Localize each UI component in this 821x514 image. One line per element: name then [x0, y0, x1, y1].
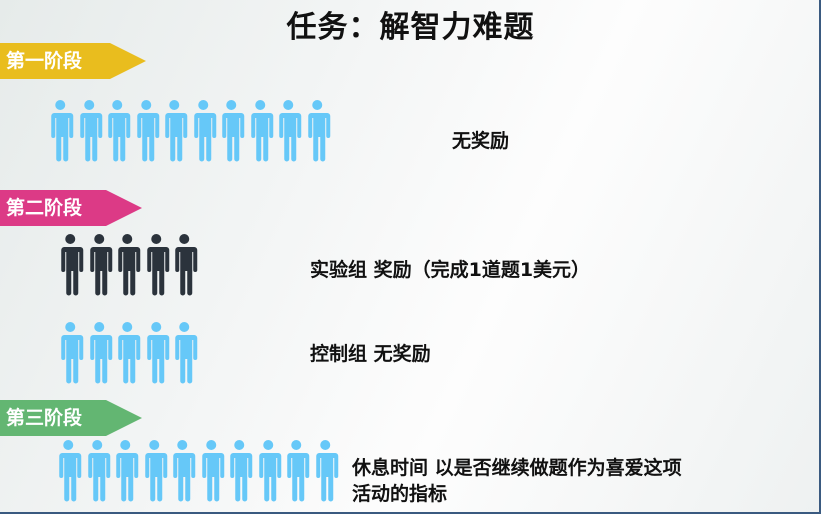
person-icon — [189, 100, 218, 162]
stage-2-label: 第二阶段 — [6, 197, 83, 219]
stage1-description: 无奖励 — [452, 130, 510, 152]
person-icon — [170, 322, 199, 384]
person-icon — [111, 440, 140, 502]
stage-1-banner: 第一阶段 — [0, 43, 146, 79]
person-icon — [225, 440, 254, 502]
stage3-people-group — [54, 440, 339, 502]
person-icon — [113, 234, 142, 296]
person-icon — [168, 440, 197, 502]
person-icon — [140, 440, 169, 502]
stage3-description-line2: 活动的指标 — [352, 483, 448, 505]
page-title: 任务：解智力难题 — [286, 10, 535, 45]
person-icon — [83, 440, 112, 502]
experimental-group-people — [56, 234, 199, 296]
stage-2-banner: 第二阶段 — [0, 190, 142, 226]
person-icon — [170, 234, 199, 296]
person-icon — [197, 440, 226, 502]
person-icon — [75, 100, 104, 162]
person-icon — [46, 100, 75, 162]
stage3-description: 休息时间 以是否继续做题作为喜爱这项 活动的指标 — [352, 455, 682, 507]
person-icon — [56, 322, 85, 384]
person-icon — [160, 100, 189, 162]
person-icon — [274, 100, 303, 162]
stage-1-label: 第一阶段 — [6, 50, 83, 72]
person-icon — [85, 322, 114, 384]
control-group-description: 控制组 无奖励 — [310, 343, 431, 365]
stage3-description-line1: 休息时间 以是否继续做题作为喜爱这项 — [352, 457, 682, 479]
person-icon — [217, 100, 246, 162]
stage-3-label: 第三阶段 — [6, 407, 83, 429]
person-icon — [254, 440, 283, 502]
person-icon — [132, 100, 161, 162]
person-icon — [56, 234, 85, 296]
person-icon — [311, 440, 340, 502]
person-icon — [142, 322, 171, 384]
stage-3-banner: 第三阶段 — [0, 400, 142, 436]
experimental-group-description: 实验组 奖励（完成1道题1美元） — [310, 259, 591, 281]
person-icon — [246, 100, 275, 162]
stage1-people-group — [46, 100, 331, 162]
person-icon — [103, 100, 132, 162]
person-icon — [85, 234, 114, 296]
person-icon — [282, 440, 311, 502]
person-icon — [54, 440, 83, 502]
person-icon — [142, 234, 171, 296]
person-icon — [113, 322, 142, 384]
control-group-people — [56, 322, 199, 384]
person-icon — [303, 100, 332, 162]
